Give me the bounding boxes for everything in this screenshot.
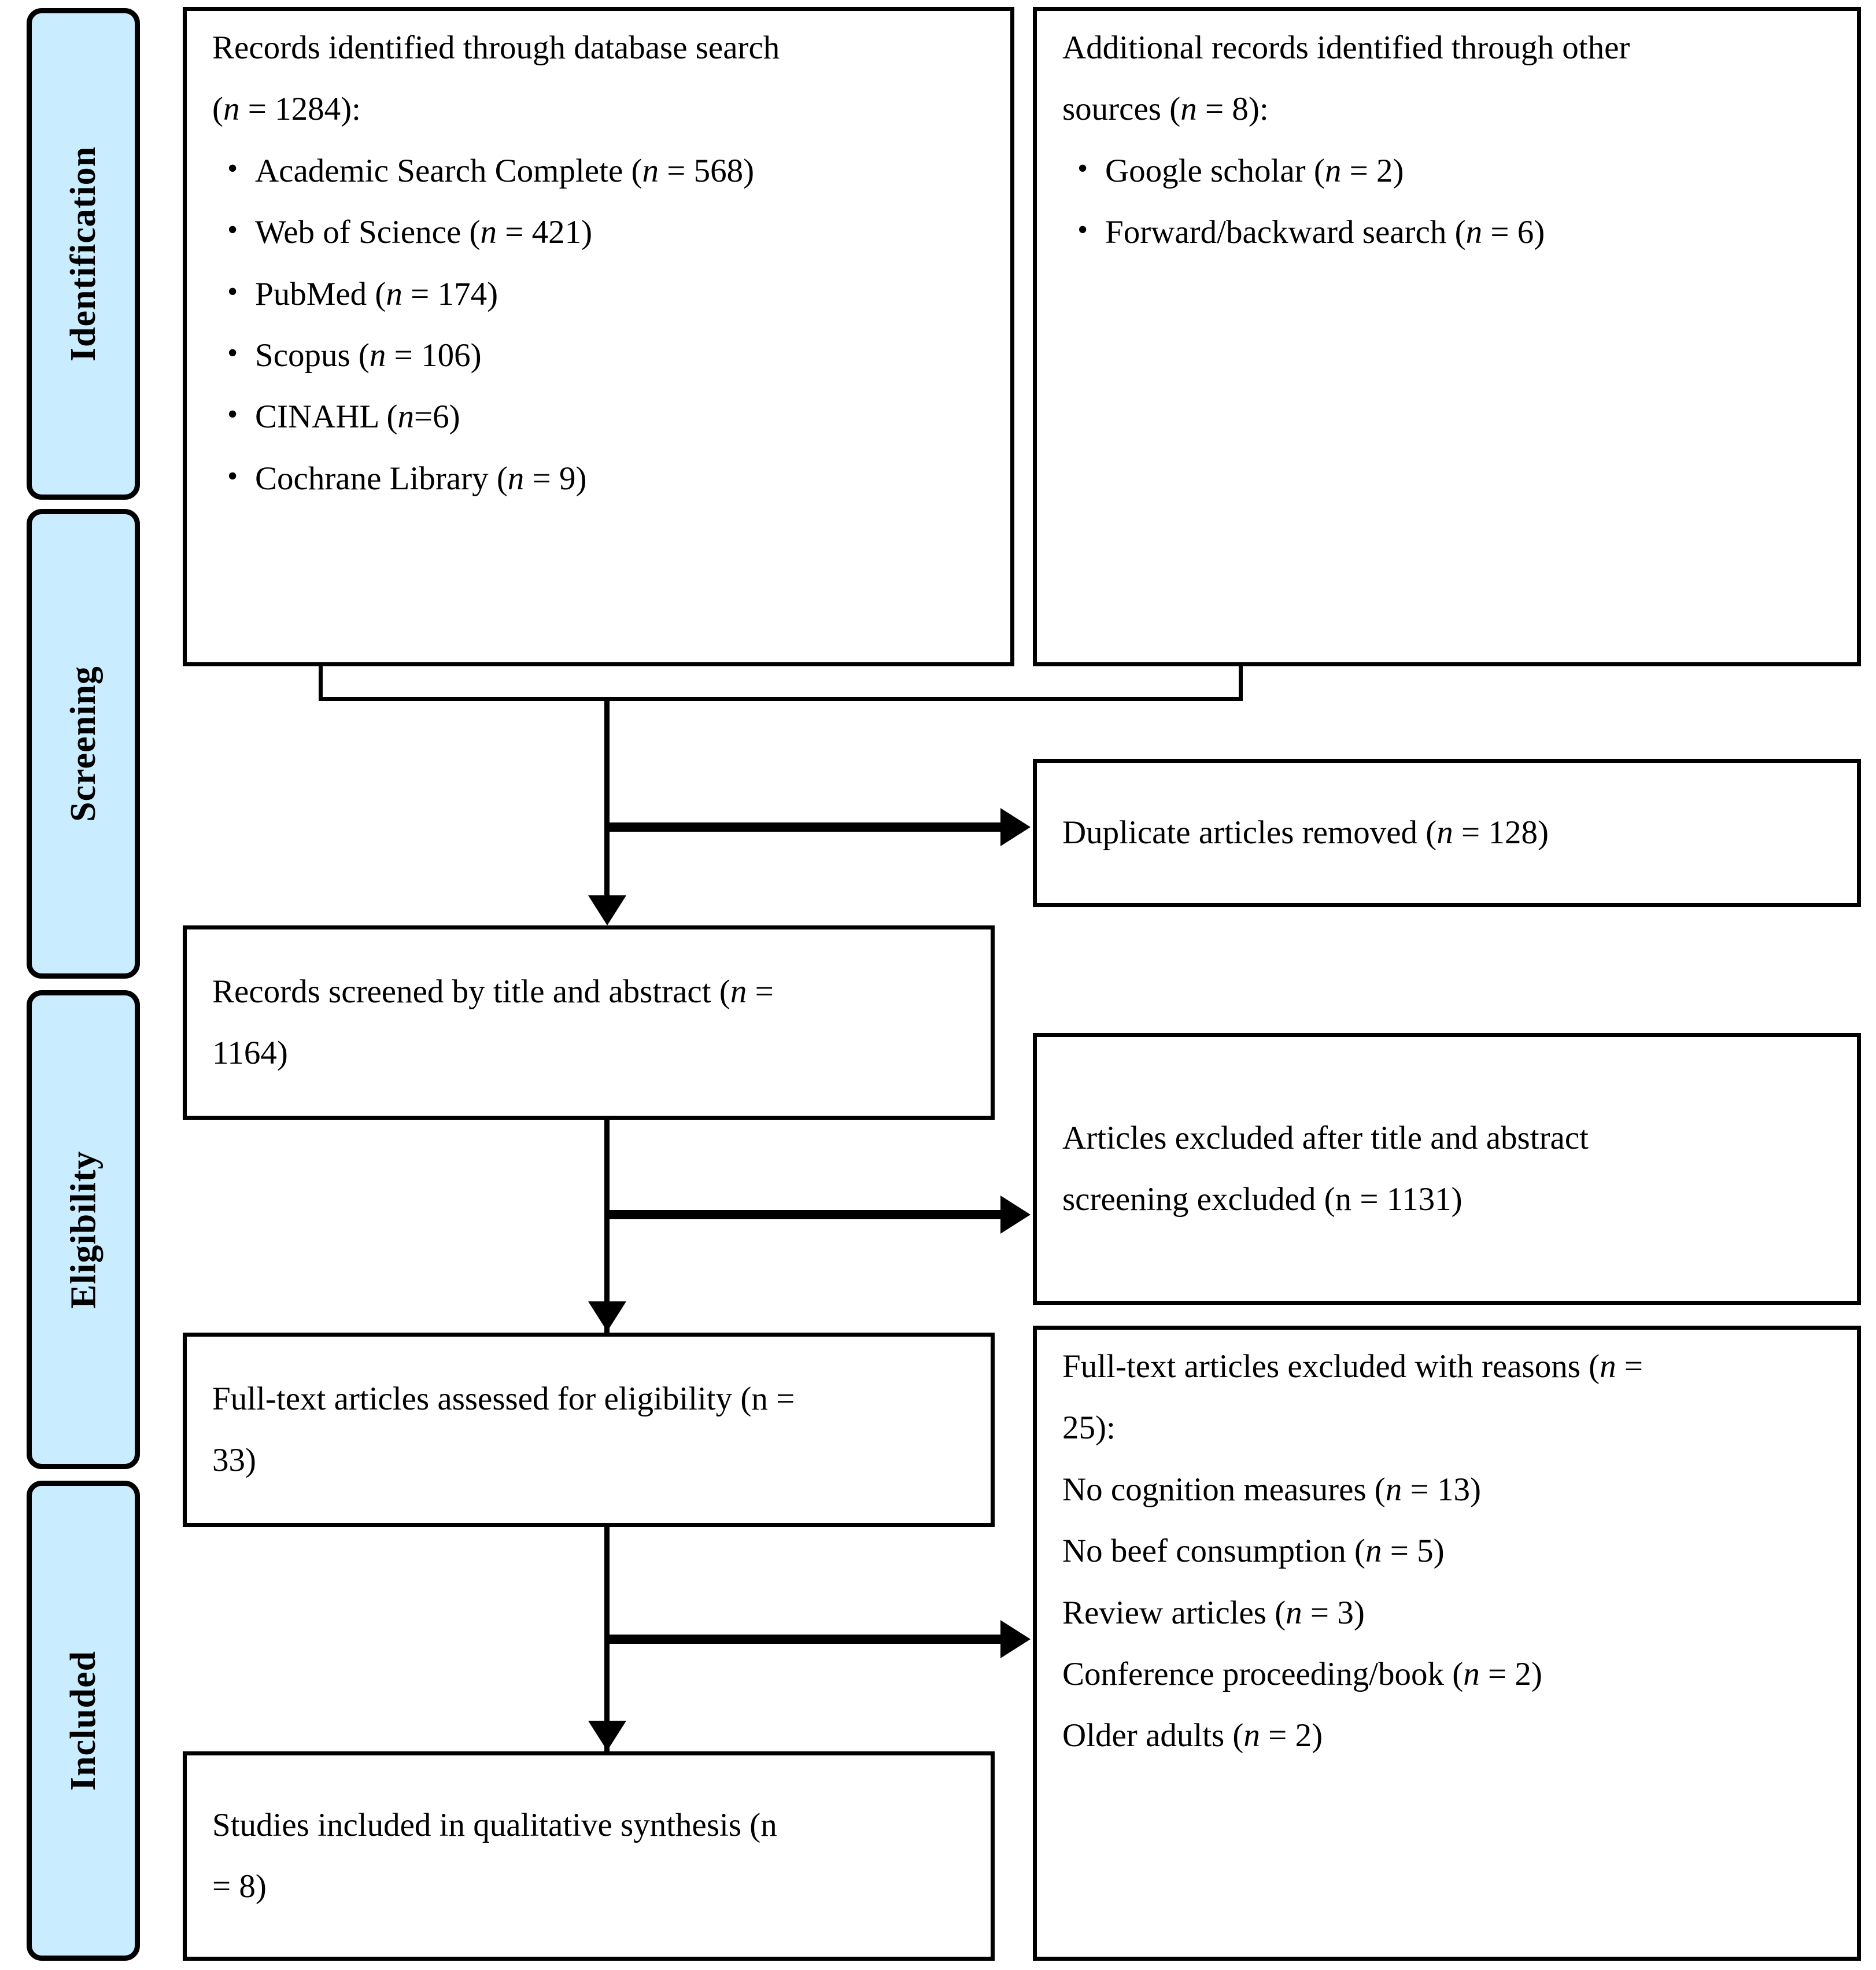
box-fulltext-assessed: Full-text articles assessed for eligibil… xyxy=(183,1333,995,1527)
box-records-identified-database: Records identified through database sear… xyxy=(183,7,1014,666)
connector-merge-right-stub xyxy=(1239,666,1243,701)
reason-item: Review articles (n = 3) xyxy=(1062,1594,1365,1631)
list-item: Google scholar (n = 2) xyxy=(1077,153,1831,189)
arrow-right-to-excluded-title-abstract xyxy=(1000,1196,1031,1234)
box-records-identified-other: Additional records identified through ot… xyxy=(1033,7,1861,666)
arrow-down-to-records-screened xyxy=(588,895,626,925)
reason-item: Older adults (n = 2) xyxy=(1062,1717,1323,1754)
list-item: Academic Search Complete (n = 568) xyxy=(227,153,985,189)
duplicates-removed-text: Duplicate articles removed (n = 128) xyxy=(1062,814,1549,851)
fulltext-excluded-line2: 25): xyxy=(1062,1410,1116,1447)
connector-merge-horizontal xyxy=(319,697,1243,701)
excluded-title-abstract-line2: screening excluded (n = 1131) xyxy=(1062,1181,1463,1218)
records-screened-line2: 1164) xyxy=(212,1035,288,1071)
arrow-right-to-fulltext-excluded xyxy=(1000,1620,1031,1658)
fulltext-assessed-line2: 33) xyxy=(212,1442,256,1478)
studies-included-line2: = 8) xyxy=(212,1868,267,1905)
arrow-down-to-studies-included xyxy=(588,1721,626,1751)
connector-excluded-horizontal xyxy=(604,1210,1003,1219)
other-sources-list: Google scholar (n = 2) Forward/backward … xyxy=(1062,153,1831,250)
fulltext-assessed-line1: Full-text articles assessed for eligibil… xyxy=(212,1380,795,1417)
stage-tab-screening-label: Screening xyxy=(64,666,103,822)
database-records-count: (n = 1284): xyxy=(212,91,361,128)
stage-tab-eligibility: Eligibility xyxy=(27,990,140,1469)
reason-item: Conference proceeding/book (n = 2) xyxy=(1062,1656,1542,1693)
connector-screened-down xyxy=(604,1120,610,1334)
connector-fulltext-excluded-horizontal xyxy=(604,1635,1003,1644)
box-excluded-title-abstract: Articles excluded after title and abstra… xyxy=(1033,1033,1861,1305)
box-duplicates-removed: Duplicate articles removed (n = 128) xyxy=(1033,759,1861,907)
fulltext-excluded-line1: Full-text articles excluded with reasons… xyxy=(1062,1348,1644,1385)
other-records-count: sources (n = 8): xyxy=(1062,91,1269,128)
list-item: Forward/backward search (n = 6) xyxy=(1077,214,1831,250)
list-item: Web of Science (n = 421) xyxy=(227,214,985,250)
list-item: Cochrane Library (n = 9) xyxy=(227,460,985,496)
database-records-heading: Records identified through database sear… xyxy=(212,29,780,66)
stage-tab-included-label: Included xyxy=(64,1650,104,1791)
stage-tab-included: Included xyxy=(27,1481,140,1961)
list-item: Scopus (n = 106) xyxy=(227,337,985,373)
box-records-screened: Records screened by title and abstract (… xyxy=(183,925,995,1120)
studies-included-line1: Studies included in qualitative synthesi… xyxy=(212,1806,777,1843)
stage-tab-identification: Identification xyxy=(27,8,140,500)
reason-item: No cognition measures (n = 13) xyxy=(1062,1471,1481,1508)
excluded-title-abstract-line1: Articles excluded after title and abstra… xyxy=(1062,1119,1589,1156)
stage-tab-eligibility-label: Eligibility xyxy=(64,1150,103,1309)
list-item: CINAHL (n=6) xyxy=(227,399,985,434)
connector-merge-left-stub xyxy=(319,666,323,701)
stage-tab-screening: Screening xyxy=(27,509,140,979)
records-screened-line1: Records screened by title and abstract (… xyxy=(212,973,774,1010)
box-fulltext-excluded-reasons: Full-text articles excluded with reasons… xyxy=(1033,1326,1861,1961)
arrow-down-to-fulltext-assessed xyxy=(588,1301,626,1331)
stage-tab-identification-label: Identification xyxy=(64,146,104,362)
box-studies-included: Studies included in qualitative synthesi… xyxy=(183,1751,995,1961)
list-item: PubMed (n = 174) xyxy=(227,276,985,312)
arrow-right-to-duplicates xyxy=(1000,808,1031,846)
connector-duplicates-horizontal xyxy=(604,822,1003,832)
reason-item: No beef consumption (n = 5) xyxy=(1062,1533,1445,1570)
database-sources-list: Academic Search Complete (n = 568) Web o… xyxy=(212,153,985,496)
connector-merge-down xyxy=(604,697,610,899)
other-records-heading: Additional records identified through ot… xyxy=(1062,29,1630,66)
